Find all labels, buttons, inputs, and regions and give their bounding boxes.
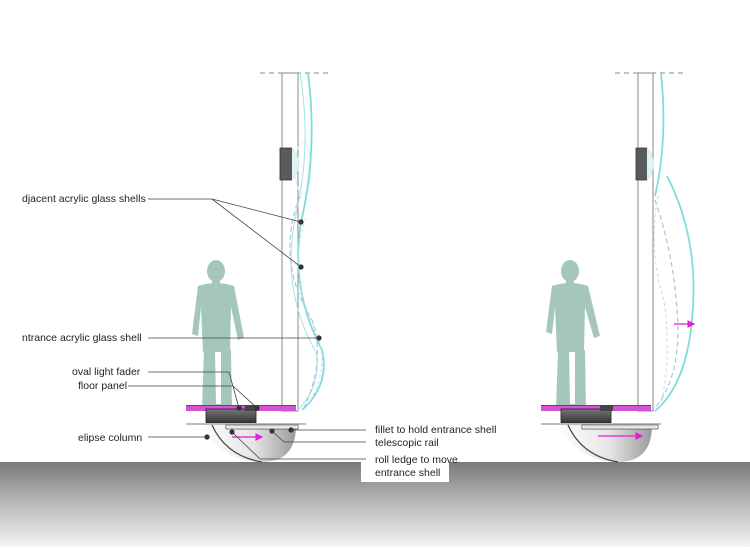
telescopic-rail-right xyxy=(581,424,659,440)
wall-left xyxy=(260,72,330,412)
leader-lines xyxy=(128,198,366,460)
labels: djacent acrylic glass shells ntrance acr… xyxy=(22,193,496,479)
right-scene xyxy=(541,72,696,463)
ellipse-column-right xyxy=(556,424,652,463)
human-figure-right xyxy=(546,260,600,409)
label-adjacent-shells: djacent acrylic glass shells xyxy=(22,193,146,205)
floor-right xyxy=(541,405,661,425)
label-roll-ledge-1: roll ledge to move xyxy=(375,454,458,466)
label-fillet: fillet to hold entrance shell xyxy=(375,424,496,436)
label-floor-panel: floor panel xyxy=(78,380,127,392)
ground-band xyxy=(0,462,750,547)
label-entrance-shell: ntrance acrylic glass shell xyxy=(22,332,142,344)
entrance-glass-shell xyxy=(289,195,323,409)
human-figure-left xyxy=(192,260,244,409)
glass-shells-right xyxy=(653,72,696,412)
label-oval-light-fader: oval light fader xyxy=(72,366,141,378)
oval-light-fader-lamp xyxy=(279,141,312,195)
floor-left xyxy=(186,405,306,425)
label-roll-ledge-2: entrance shell xyxy=(375,467,440,479)
wall-right xyxy=(615,72,685,412)
oval-light-fader-lamp-right xyxy=(635,147,654,181)
left-scene: djacent acrylic glass shells ntrance acr… xyxy=(22,72,496,479)
label-backdrop xyxy=(361,462,449,482)
label-ellipse-column: elipse column xyxy=(78,432,142,444)
label-telescopic-rail: telescopic rail xyxy=(375,437,439,449)
ellipse-column-left xyxy=(200,424,296,463)
